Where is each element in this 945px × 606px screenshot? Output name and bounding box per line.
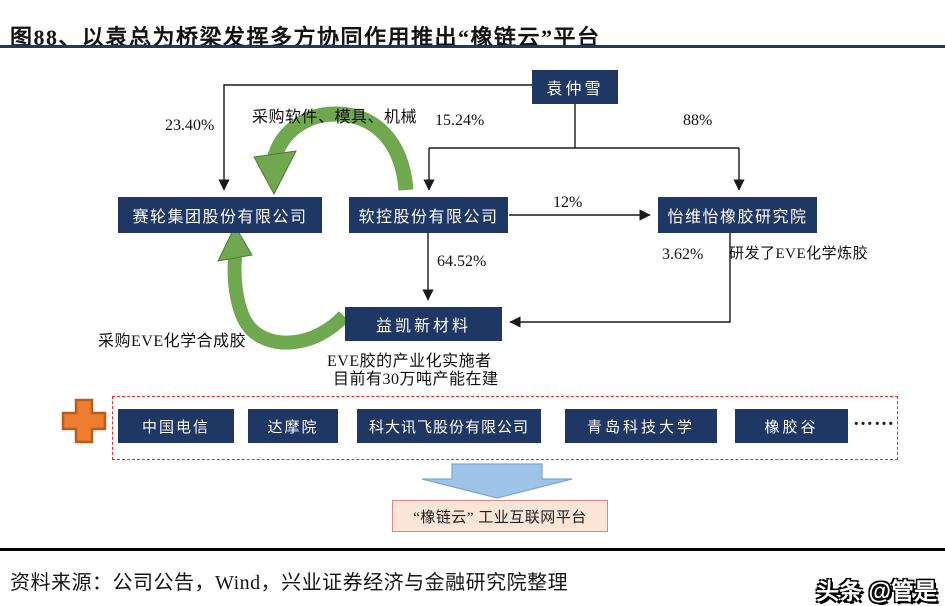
source-line: 资料来源：公司公告，Wind，兴业证券经济与金融研究院整理 xyxy=(10,572,569,594)
label-pct-yiweiyi-yikai: 3.62% xyxy=(662,246,704,263)
down-arrow-icon xyxy=(421,463,573,499)
plus-icon xyxy=(61,398,107,444)
node-yiweiyi-institute: 怡维怡橡胶研究院 xyxy=(658,197,817,233)
annotation-rd-eve: 研发了EVE化学炼胶 xyxy=(729,246,869,262)
node-yikai-materials: 益凯新材料 xyxy=(345,307,502,341)
annotation-procure-software: 采购软件、模具、机械 xyxy=(252,109,418,126)
partners-dashed-frame xyxy=(112,396,898,460)
label-pct-yuan-sailun: 23.40% xyxy=(165,117,215,134)
cycle-arrow-bottom-icon xyxy=(217,224,350,350)
annotation-yikai-capacity: 目前有30万吨产能在建 xyxy=(333,371,499,388)
label-pct-yuan-yiweiyi: 88% xyxy=(683,112,713,129)
label-pct-yuan-mesnac: 15.24% xyxy=(435,112,485,129)
annotation-yikai-role: EVE胶的产业化实施者 xyxy=(327,353,492,370)
node-sailun-group: 赛轮集团股份有限公司 xyxy=(118,197,322,233)
label-pct-mesnac-yikai: 64.52% xyxy=(437,253,487,270)
partner-qingdao-univ: 青岛科技大学 xyxy=(565,409,717,443)
annotation-procure-eve: 采购EVE化学合成胶 xyxy=(98,333,247,350)
partner-iflytek: 科大讯飞股份有限公司 xyxy=(357,409,541,443)
partner-damo-academy: 达摩院 xyxy=(248,409,338,443)
partner-rubber-valley: 橡胶谷 xyxy=(735,409,848,443)
title-rule xyxy=(0,45,945,48)
footer-rule xyxy=(0,548,945,551)
node-yuan-zhongxue: 袁仲雪 xyxy=(532,70,618,104)
platform-box: “橡链云” 工业互联网平台 xyxy=(392,500,608,532)
watermark: 头条 @管是 xyxy=(816,578,937,604)
label-pct-mesnac-yiweiyi: 12% xyxy=(553,194,583,211)
partners-ellipsis: …… xyxy=(853,408,895,430)
edge-yuan-sailun xyxy=(218,84,532,191)
node-mesnac: 软控股份有限公司 xyxy=(349,197,508,233)
partner-china-telecom: 中国电信 xyxy=(118,409,234,443)
